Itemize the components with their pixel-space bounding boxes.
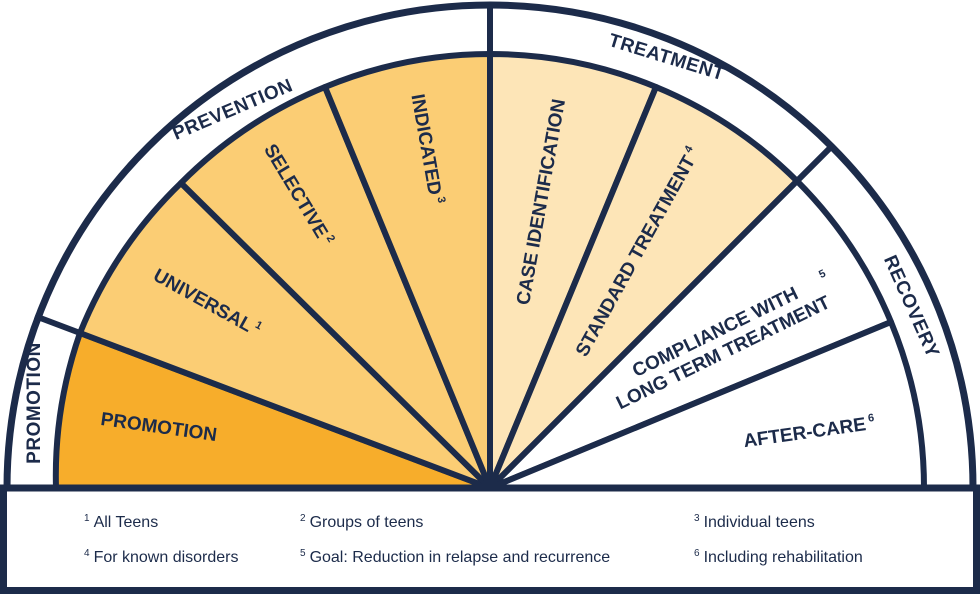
- segment-case-identification: [487, 51, 659, 491]
- segment-selective: [178, 84, 493, 491]
- segment-after-care: [487, 319, 927, 491]
- segment-indicated: [322, 51, 493, 491]
- segment-standard-treatment: [487, 84, 800, 491]
- segment-universal: [77, 180, 493, 491]
- band-label-promotion: PROMOTION: [24, 342, 45, 464]
- band-divider-promotion-prevention: [33, 313, 82, 336]
- footnote-box: [0, 484, 980, 594]
- band-divider-treatment-recovery: [794, 143, 835, 184]
- segment-compliance: [487, 178, 894, 491]
